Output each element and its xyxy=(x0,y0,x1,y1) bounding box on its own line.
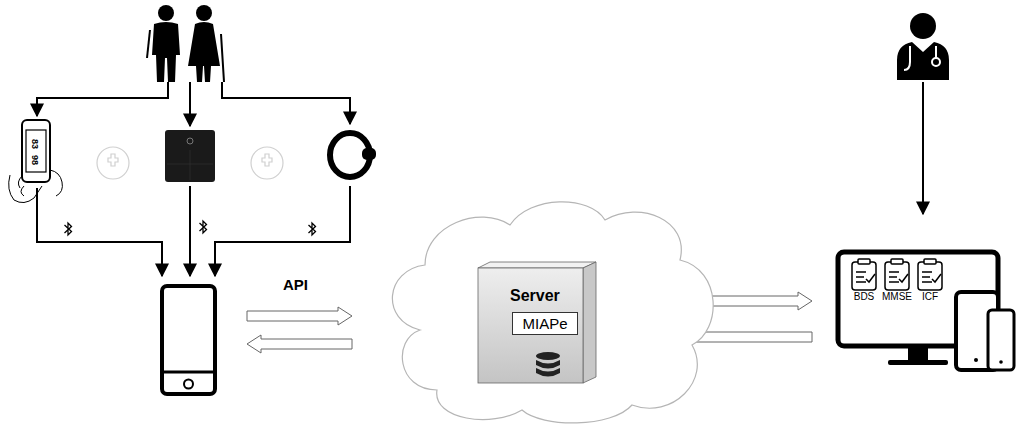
display-reading: 98 xyxy=(29,155,39,165)
fitness-band xyxy=(362,148,376,160)
clipboard-icon xyxy=(885,262,909,290)
bluetooth-symbol xyxy=(65,221,316,235)
computer-monitor xyxy=(999,360,1003,364)
server-box xyxy=(478,268,583,383)
wire xyxy=(189,186,191,276)
doctor-icon xyxy=(932,58,940,66)
node-text: ICF xyxy=(922,291,938,302)
plus-sign xyxy=(251,147,283,179)
fitness-band xyxy=(330,133,376,177)
cloud xyxy=(392,202,713,423)
database-icon xyxy=(536,360,560,369)
computer-monitor xyxy=(888,360,948,365)
interface-label: API xyxy=(283,277,308,294)
smart-scale xyxy=(165,130,215,182)
pulse-oximeter xyxy=(26,130,46,172)
wire xyxy=(189,82,191,126)
elderly-people-icon xyxy=(196,5,212,21)
bluetooth-symbol xyxy=(309,223,316,235)
elderly-people-icon xyxy=(221,34,224,82)
node-text: MMSE xyxy=(882,291,912,302)
clipboard-icon xyxy=(852,262,876,290)
api-arrow xyxy=(247,307,352,325)
node-text: Server xyxy=(510,287,560,305)
wire xyxy=(37,82,350,276)
wire xyxy=(222,82,350,124)
plus-sign xyxy=(262,154,272,166)
pulse-oximeter xyxy=(9,170,63,203)
cloud xyxy=(392,202,713,423)
smart-scale xyxy=(167,150,213,180)
database-icon xyxy=(536,368,560,377)
smart-scale xyxy=(165,130,215,182)
plus-sign xyxy=(97,147,283,179)
node-text: BDS xyxy=(854,291,875,302)
doctor-icon xyxy=(897,42,949,80)
api-arrow xyxy=(247,307,352,353)
display-reading: 83 xyxy=(29,139,39,149)
pulse-oximeter xyxy=(22,120,50,182)
clipboard-icon xyxy=(891,259,903,264)
clipboard-icon xyxy=(922,272,941,282)
smartphone xyxy=(184,380,193,389)
pulse-oximeter xyxy=(9,120,63,203)
server-box xyxy=(583,262,596,383)
elderly-people-icon xyxy=(158,5,174,21)
server-box xyxy=(478,262,596,383)
elderly-people-icon xyxy=(188,22,220,82)
bluetooth-symbol xyxy=(200,221,207,233)
elderly-people-icon xyxy=(152,22,180,82)
wire xyxy=(215,186,350,276)
clipboard-icon xyxy=(852,259,942,290)
clipboard-icon xyxy=(924,259,936,264)
node-text: MIAPe xyxy=(522,315,567,332)
smart-scale xyxy=(187,138,193,144)
smartphone xyxy=(162,286,215,394)
smartphone xyxy=(162,286,215,394)
smartphone xyxy=(162,371,215,374)
database-icon xyxy=(536,352,560,360)
plus-sign xyxy=(108,154,118,166)
clipboard-icon xyxy=(918,262,942,290)
wire xyxy=(922,82,924,214)
doctor-icon xyxy=(910,13,936,39)
doctor-icon xyxy=(897,13,949,80)
bluetooth-symbol xyxy=(65,223,72,235)
plus-sign xyxy=(97,147,129,179)
clipboard-icon xyxy=(856,272,875,282)
clipboard-icon xyxy=(889,272,908,282)
computer-monitor xyxy=(908,348,928,360)
computer-monitor xyxy=(838,252,1014,370)
elderly-people-icon xyxy=(147,5,224,82)
elderly-people-icon xyxy=(147,30,150,58)
wire xyxy=(37,188,162,276)
wire xyxy=(37,82,168,116)
api-arrow xyxy=(247,335,352,353)
clipboard-icon xyxy=(858,259,870,264)
module-box: MIAPe xyxy=(512,312,578,335)
computer-monitor xyxy=(988,310,1014,370)
monitor-screen: BDS MMSE ICF xyxy=(812,248,1015,374)
server-box: ServerMIAPe xyxy=(478,262,596,383)
doctor-icon xyxy=(904,46,936,70)
computer-monitor xyxy=(974,358,978,362)
database-icon xyxy=(536,352,560,377)
server-box xyxy=(478,262,596,268)
